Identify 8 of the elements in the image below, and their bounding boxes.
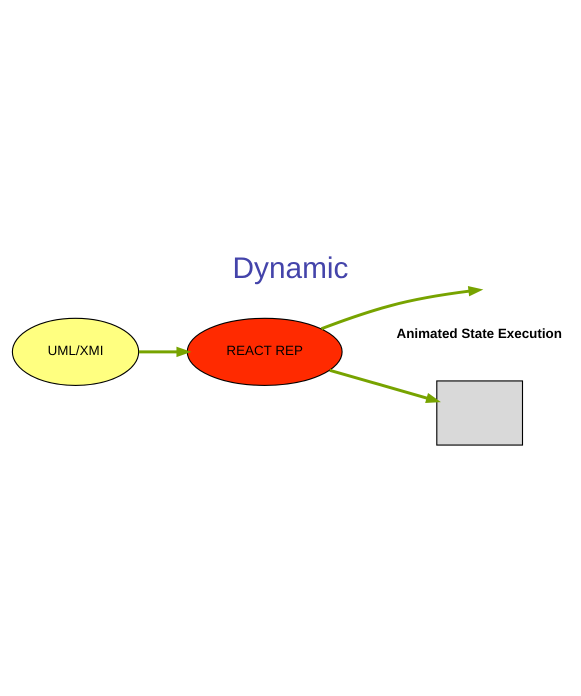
arrow [329,368,441,404]
node-box [436,380,524,446]
node-label: Animated State Execution [396,326,562,341]
arrow [139,346,192,358]
node-ellipse: REACT REP [186,318,343,386]
arrow [320,286,484,330]
node-ellipse: UML/XMI [12,318,140,386]
diagram-title: Dynamic [232,252,348,285]
